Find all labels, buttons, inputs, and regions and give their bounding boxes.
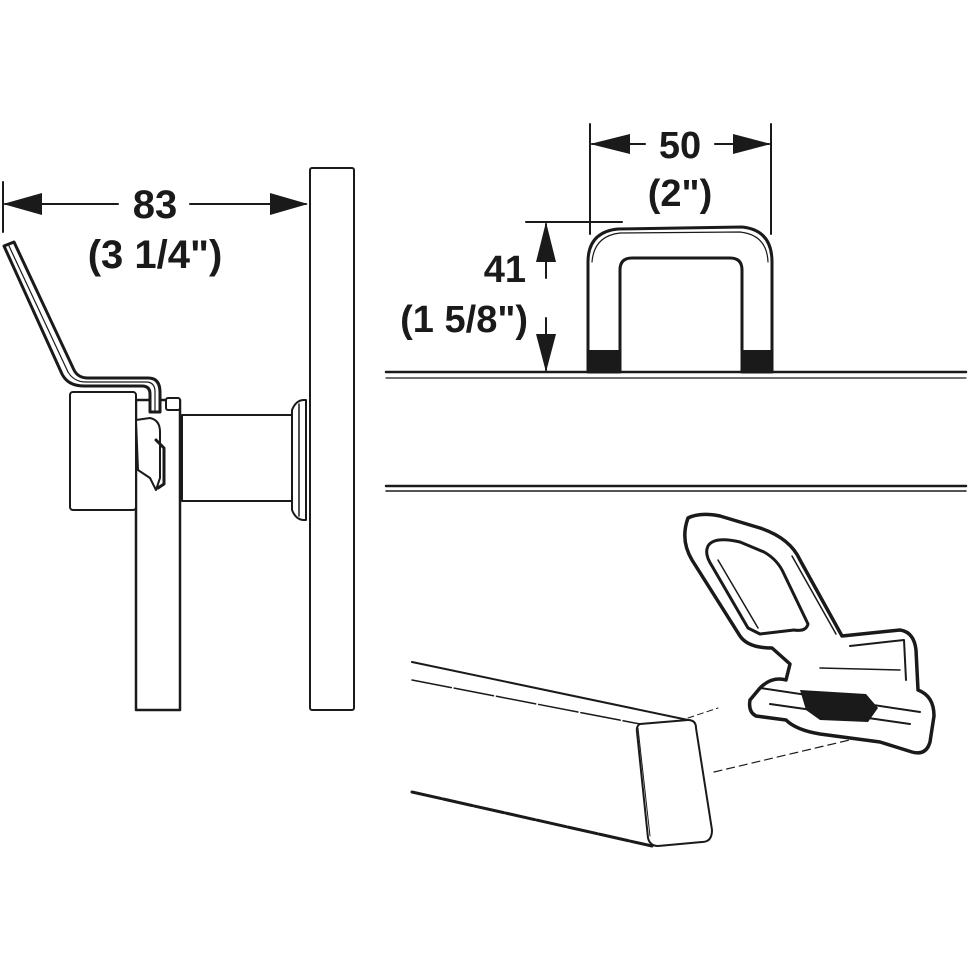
front-view <box>384 123 968 492</box>
depth-dimension-line <box>2 181 308 233</box>
height-metric-label: 41 <box>484 249 526 291</box>
rail-bar <box>410 661 859 848</box>
width-metric-label: 50 <box>659 125 701 167</box>
spacer-cylinder <box>181 414 293 502</box>
arrow-right-icon <box>270 193 308 215</box>
depth-imperial-label: (3 1/4") <box>88 233 223 277</box>
mounting-panel <box>309 167 355 711</box>
arrow-down-icon <box>536 334 556 372</box>
clip-block <box>69 391 137 511</box>
perspective-view <box>410 512 936 848</box>
depth-metric-label: 83 <box>133 183 178 227</box>
clip-handle <box>683 512 936 755</box>
side-view <box>2 167 355 712</box>
clip-latch <box>135 417 161 491</box>
height-imperial-label: (1 5/8") <box>400 299 528 341</box>
arrow-left-icon <box>3 193 42 215</box>
arrow-right-icon <box>733 134 771 154</box>
arrow-left-icon <box>590 134 630 154</box>
arrow-up-icon <box>536 222 556 262</box>
width-imperial-label: (2") <box>648 173 712 215</box>
handle-lever <box>2 240 162 414</box>
